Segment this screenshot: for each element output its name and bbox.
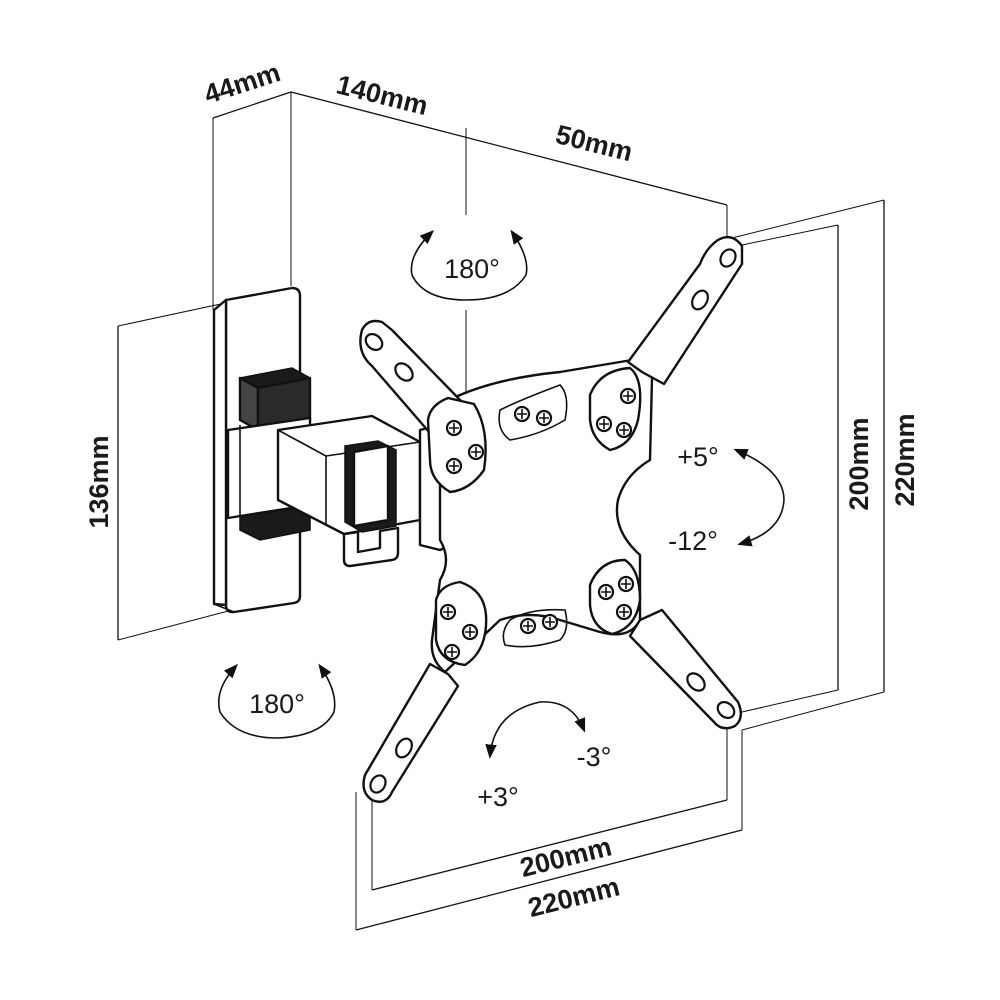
label-50mm: 50mm xyxy=(553,119,636,167)
label-level-plus: +3° xyxy=(477,782,519,812)
dimension-lines xyxy=(117,91,885,931)
label-220mm-vertical: 220mm xyxy=(890,413,920,506)
screw-icon xyxy=(439,387,637,661)
mounting-slots xyxy=(364,248,737,794)
label-level-minus: -3° xyxy=(577,742,612,772)
label-136mm: 136mm xyxy=(84,435,114,528)
label-44mm: 44mm xyxy=(200,57,283,110)
swivel-arm xyxy=(226,367,454,568)
label-arm-swivel: 180° xyxy=(444,254,500,284)
rotation-arrow-icon xyxy=(217,229,785,759)
label-tilt-down: -12° xyxy=(668,526,718,556)
label-140mm: 140mm xyxy=(333,69,431,121)
label-200mm-vertical: 200mm xyxy=(844,417,874,510)
label-tilt-up: +5° xyxy=(677,442,719,472)
label-wall-swivel: 180° xyxy=(249,689,305,719)
rotation-labels: 180° 180° +5° -12° +3° -3° xyxy=(249,254,719,812)
